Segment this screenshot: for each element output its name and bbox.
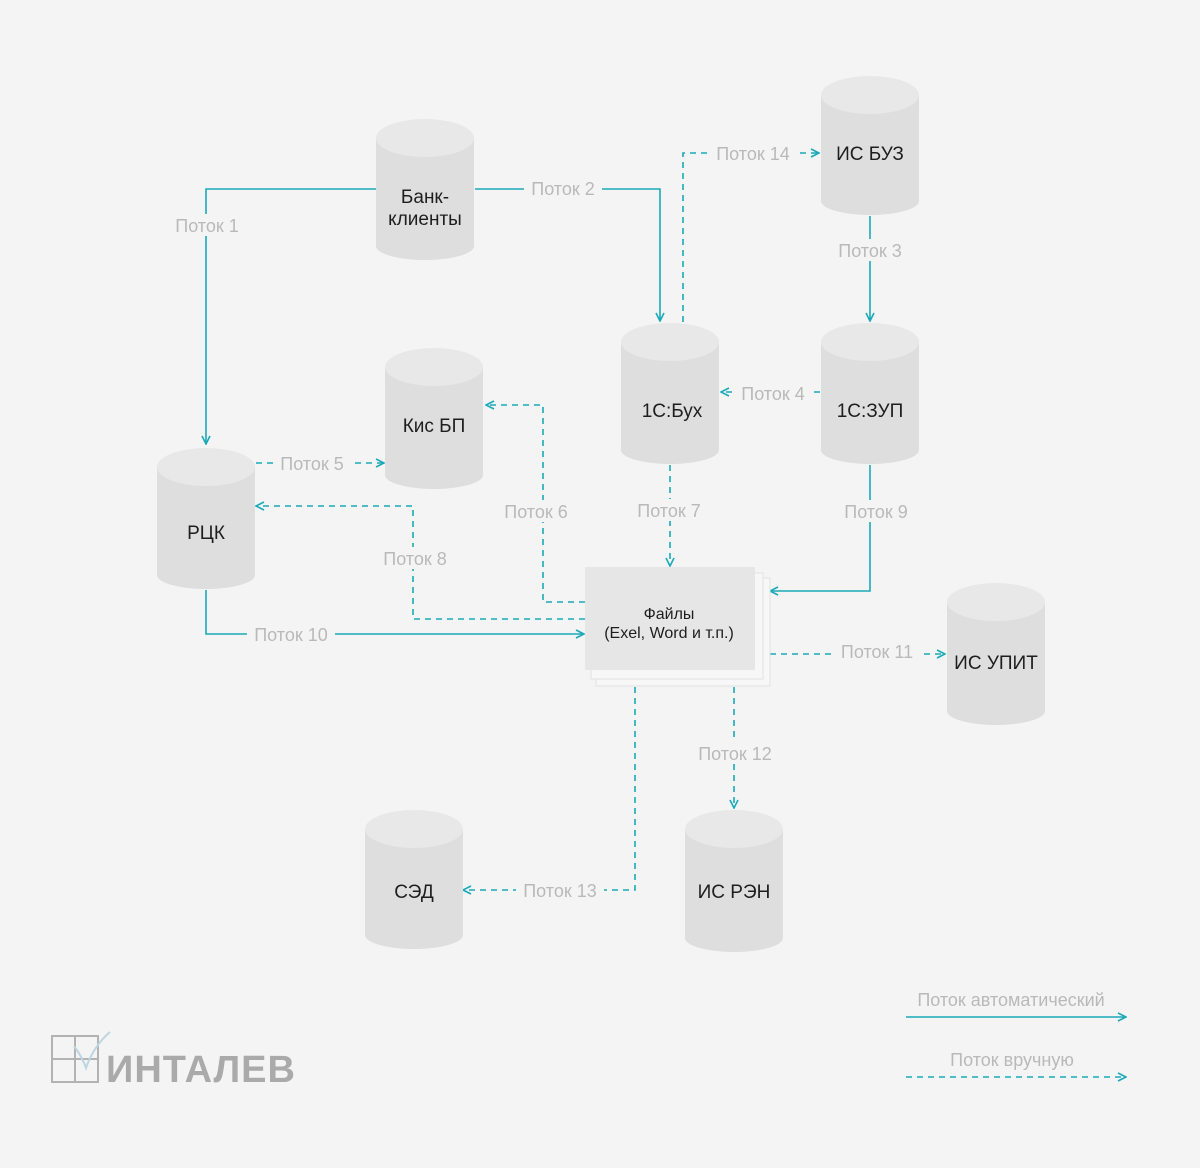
flow-2-label-group: Поток 2 bbox=[524, 178, 602, 200]
flow-9-label: Поток 9 bbox=[844, 502, 908, 522]
flow-3-label-group: Поток 3 bbox=[832, 239, 908, 261]
flow-8-line bbox=[256, 506, 585, 620]
node-bank-line1: Банк- bbox=[401, 187, 449, 208]
node-kis-bp: Кис БП bbox=[385, 348, 483, 489]
flow-5-label: Поток 5 bbox=[280, 454, 344, 474]
flow-6-label-group: Поток 6 bbox=[497, 500, 575, 522]
node-buz-label: ИС БУЗ bbox=[836, 144, 904, 165]
legend-manual-label: Поток вручную bbox=[950, 1050, 1074, 1070]
flow-14-line bbox=[682, 153, 819, 322]
files-line1: Файлы bbox=[644, 606, 695, 623]
flow-13-label: Поток 13 bbox=[523, 881, 597, 901]
node-ren-label: ИС РЭН bbox=[698, 882, 771, 903]
node-rck: РЦК bbox=[157, 448, 255, 589]
files-line2: (Exel, Word и т.п.) bbox=[604, 625, 734, 642]
flow-3-label: Поток 3 bbox=[838, 241, 902, 261]
node-sed: СЭД bbox=[365, 810, 463, 949]
node-is-upit: ИС УПИТ bbox=[947, 583, 1045, 725]
node-buh-label: 1С:Бух bbox=[642, 401, 703, 422]
node-sed-label: СЭД bbox=[394, 882, 434, 903]
flow-7-label: Поток 7 bbox=[637, 501, 701, 521]
node-bank-line2: клиенты bbox=[388, 209, 462, 230]
legend: Поток автоматический Поток вручную bbox=[906, 990, 1126, 1077]
flow-5-label-group: Поток 5 bbox=[273, 452, 351, 474]
node-bank-clients: Банк- клиенты bbox=[376, 119, 474, 260]
node-is-buz: ИС БУЗ bbox=[821, 76, 919, 215]
flow-14-label-group: Поток 14 bbox=[708, 142, 798, 164]
node-kis-label: Кис БП bbox=[403, 416, 466, 437]
node-1c-buh: 1С:Бух bbox=[621, 323, 719, 464]
flow-6-label: Поток 6 bbox=[504, 502, 568, 522]
flow-8-label-group: Поток 8 bbox=[376, 547, 454, 569]
flow-9-label-group: Поток 9 bbox=[837, 500, 915, 522]
flow-14-label: Поток 14 bbox=[716, 144, 790, 164]
flow-2-line bbox=[475, 188, 660, 321]
flow-13-line bbox=[463, 687, 636, 890]
flow-8-label: Поток 8 bbox=[383, 549, 447, 569]
flow-1-label-group: Поток 1 bbox=[170, 214, 242, 236]
node-upit-label: ИС УПИТ bbox=[954, 653, 1038, 674]
flow-9-line bbox=[770, 465, 871, 591]
node-1c-zup: 1С:ЗУП bbox=[821, 323, 919, 464]
intalev-logo: ИНТАЛЕВ bbox=[51, 1031, 296, 1091]
flow-1-line bbox=[206, 188, 376, 444]
flow-13-label-group: Поток 13 bbox=[516, 879, 604, 901]
flow-12-label-group: Поток 12 bbox=[691, 742, 779, 764]
flow-10-label: Поток 10 bbox=[254, 625, 328, 645]
flow-10-line bbox=[205, 590, 584, 634]
flow-10-label-group: Поток 10 bbox=[247, 623, 335, 645]
node-is-ren: ИС РЭН bbox=[685, 810, 783, 952]
logo-mark-icon bbox=[51, 1031, 111, 1083]
node-files: Файлы (Exel, Word и т.п.) bbox=[585, 567, 771, 687]
flow-11-label-group: Поток 11 bbox=[834, 641, 920, 663]
flow-4-label: Поток 4 bbox=[741, 384, 805, 404]
legend-auto-label: Поток автоматический bbox=[917, 990, 1104, 1010]
flow-6-line bbox=[486, 405, 585, 603]
flow-12-label: Поток 12 bbox=[698, 744, 772, 764]
flow-4-label-group: Поток 4 bbox=[734, 382, 812, 404]
node-zup-label: 1С:ЗУП bbox=[837, 401, 904, 422]
node-rck-label: РЦК bbox=[187, 523, 225, 544]
flow-2-label: Поток 2 bbox=[531, 179, 595, 199]
flow-1-label: Поток 1 bbox=[175, 216, 239, 236]
flow-11-label: Поток 11 bbox=[841, 642, 913, 662]
flow-7-label-group: Поток 7 bbox=[630, 499, 708, 521]
logo-text: ИНТАЛЕВ bbox=[106, 1049, 296, 1091]
